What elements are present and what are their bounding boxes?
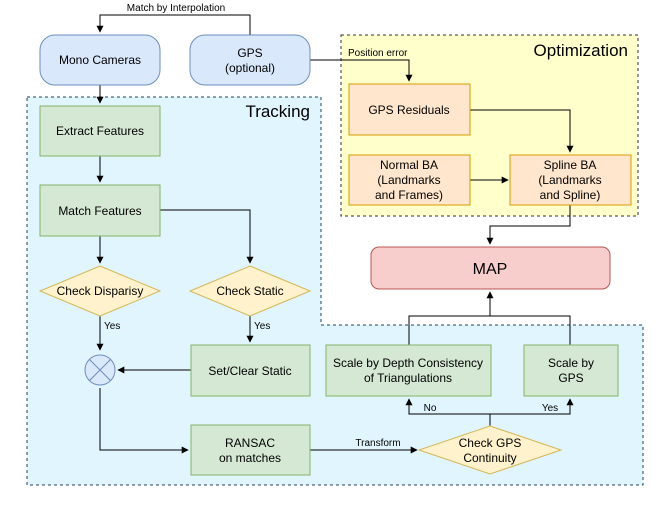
tracking-region-label: Tracking [245,102,310,121]
edge-label-yes-static: Yes [254,321,270,332]
spline-ba-node: Spline BA (Landmarks and Spline) [509,154,632,206]
check-static-label: Check Static [216,284,283,298]
check-disparity-label: Check Disparisy [57,284,144,298]
ransac-label-line2: on matches [219,451,281,465]
normal-ba-line3: and Frames) [375,188,443,202]
optimization-region-label: Optimization [534,41,628,60]
edge-spline-to-map [486,205,571,245]
edge-residuals-to-spline [470,109,574,153]
edge-gps-to-mono [96,14,251,35]
spline-ba-line2: (Landmarks [538,173,601,187]
edge-label-transform: Transform [355,438,400,449]
map-label: MAP [473,261,508,278]
check-gps-continuity-line1: Check GPS [459,436,522,450]
scale-by-gps-line2: GPS [558,371,583,385]
extract-features-label: Extract Features [56,124,144,138]
map-node: MAP [370,246,611,290]
check-disparity-node: Check Disparisy [38,265,162,317]
edge-scale-to-map [408,292,571,345]
edge-label-position-error: Position error [348,48,408,59]
gps-node: GPS (optional) [189,34,311,86]
match-features-node: Match Features [39,184,161,237]
edge-continuity-to-scale-depth [405,398,491,426]
ransac-label-line1: RANSAC [225,436,275,450]
set-clear-static-label: Set/Clear Static [208,364,291,378]
normal-ba-node: Normal BA (Landmarks and Frames) [348,154,471,206]
edge-label-no: No [424,403,437,414]
normal-ba-line1: Normal BA [380,158,438,172]
gps-residuals-node: GPS Residuals [348,83,471,136]
edge-match-to-static [160,209,254,264]
check-gps-continuity-node: Check GPS Continuity [417,425,563,475]
match-features-label: Match Features [58,204,141,218]
edge-gps-to-residuals [310,59,413,82]
scale-by-depth-line2: of Triangulations [364,371,452,385]
scale-by-gps-line1: Scale by [548,356,594,370]
ransac-node: RANSAC on matches [190,424,311,476]
spline-ba-line1: Spline BA [544,158,597,172]
check-static-node: Check Static [188,265,312,317]
merge-node [84,354,116,386]
normal-ba-line2: (Landmarks [377,173,440,187]
gps-label-line1: GPS [237,46,262,60]
scale-by-depth-node: Scale by Depth Consistency of Triangulat… [325,344,492,397]
check-gps-continuity-line2: Continuity [463,451,516,465]
mono-cameras-label: Mono Cameras [59,53,141,67]
scale-by-gps-node: Scale by GPS [523,344,619,397]
gps-residuals-label: GPS Residuals [368,103,449,117]
extract-features-node: Extract Features [39,105,161,157]
edge-label-match-by-interpolation: Match by Interpolation [127,3,225,14]
edge-label-yes-disparity: Yes [104,321,120,332]
edge-continuity-to-scale-gps [490,398,574,415]
gps-label-line2: (optional) [225,61,275,75]
spline-ba-line3: and Spline) [540,188,601,202]
scale-by-depth-line1: Scale by Depth Consistency [333,356,483,370]
edge-label-yes-gps: Yes [542,403,558,414]
mono-cameras-node: Mono Cameras [39,34,161,86]
set-clear-static-node: Set/Clear Static [190,344,311,397]
edge-merge-to-ransac [99,388,189,454]
